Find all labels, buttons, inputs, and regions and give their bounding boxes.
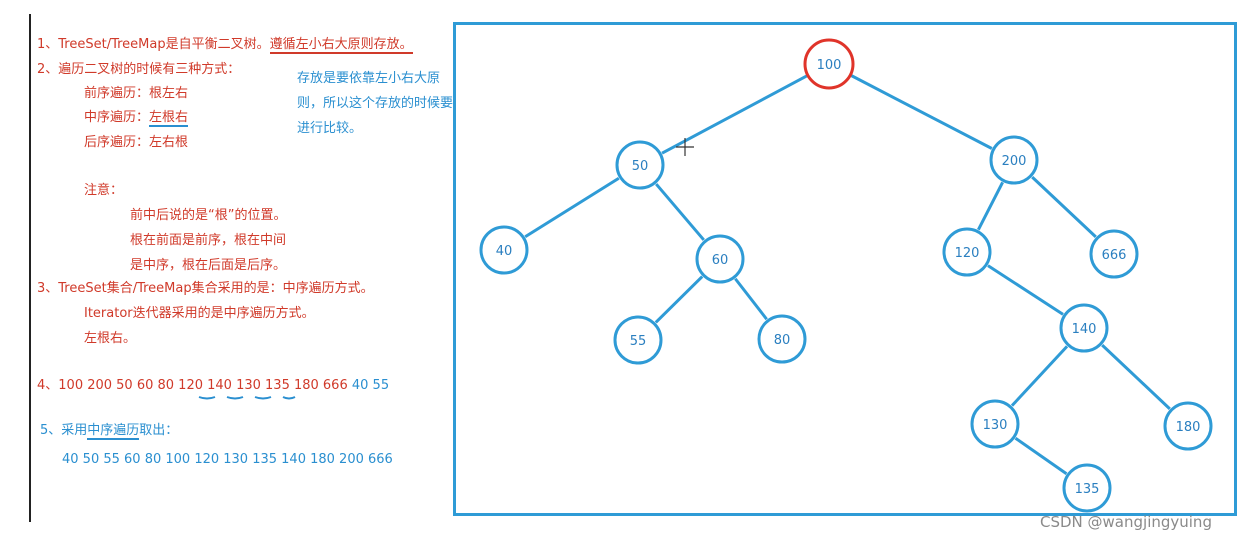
tree-edge-200-666 [1031,176,1097,238]
note-line-1: 1、TreeSet/TreeMap是自平衡二叉树。遵循左小右大原则存放。 [37,37,413,54]
tree-node-80: 80 [757,314,807,364]
node-circle [695,234,745,284]
tree-board [453,22,1237,516]
tree-node-666: 666 [1089,229,1139,279]
insertion-order-extra: 40 55 [351,378,390,393]
node-label: 55 [630,334,647,349]
pre-order-text: 前序遍历：根左右 [84,86,189,101]
node-circle [803,38,855,90]
left-divider [29,14,31,522]
node-label: 50 [632,159,649,174]
node-circle [1062,463,1112,513]
node-circle [1089,229,1139,279]
tree-edge-130-135 [1014,437,1068,475]
watermark: CSDN @wangjingyuing [1040,513,1212,531]
node-label: 135 [1075,482,1100,497]
node-circle [970,399,1020,449]
node-circle [1059,303,1109,353]
attention-heading: 注意： [84,183,124,198]
tree-node-140: 140 [1059,303,1109,353]
node-circle [757,314,807,364]
node-circle [942,227,992,277]
tree-edge-120-140 [987,264,1064,316]
node-label: 140 [1072,322,1097,337]
tree-node-120: 120 [942,227,992,277]
in-order-value: 左根右 [149,110,189,127]
underline-marks [198,396,296,400]
tree-edge-60-55 [654,275,704,324]
note-line-5: 5、采用中序遍历取出： [40,423,179,440]
in-order-text: 中序遍历：左根右 [84,110,189,127]
node-label: 130 [983,418,1008,433]
node-circle [613,315,663,365]
node-circle [615,140,665,190]
insertion-order: 4、100 200 50 60 80 120 140 130 135 180 6… [37,378,348,393]
note-line-5-prefix: 5、采用 [40,423,88,438]
node-label: 80 [774,333,791,348]
tree-edge-100-50 [661,74,808,155]
in-order-prefix: 中序遍历： [84,110,150,125]
node-label: 40 [496,244,513,259]
attention-line-2: 根在前面是前序，根在中间 [130,233,287,248]
tree-node-200: 200 [989,135,1039,185]
tree-node-100: 100 [803,38,855,90]
post-order-text: 后序遍历：左右根 [84,135,189,150]
node-circle [479,225,529,275]
tree-node-180: 180 [1163,401,1213,451]
note-line-4: 4、100 200 50 60 80 120 140 130 135 180 6… [37,378,389,394]
note-line-1-prefix: 1、TreeSet/TreeMap是自平衡二叉树。 [37,37,270,52]
tree-edge-50-40 [524,176,620,239]
node-label: 60 [712,253,729,268]
node-label: 666 [1102,248,1127,263]
node-label: 120 [955,246,980,261]
tree-edge-200-120 [977,181,1004,231]
attention-line-3: 是中序，根在后面是后序。 [130,258,287,273]
tree-node-55: 55 [613,315,663,365]
tree-node-50: 50 [615,140,665,190]
cursor-crosshair-icon [676,138,694,156]
node-label: 200 [1002,154,1027,169]
note-line-2: 2、遍历二叉树的时候有三种方式： [37,62,241,77]
node-label: 180 [1176,420,1201,435]
note-line-5-suffix: 取出： [139,423,179,438]
tree-node-135: 135 [1062,463,1112,513]
note-line-3b: Iterator迭代器采用的是中序遍历方式。 [84,306,315,321]
node-label: 100 [817,58,842,73]
note-line-3: 3、TreeSet集合/TreeMap集合采用的是：中序遍历方式。 [37,281,374,296]
note-line-1-emphasis: 遵循左小右大原则存放。 [269,37,413,54]
attention-line-1: 前中后说的是“根”的位置。 [130,208,287,223]
node-circle [989,135,1039,185]
tree-edge-60-80 [734,277,768,321]
note-line-3c: 左根右。 [84,331,137,346]
node-circle [1163,401,1213,451]
tree-edge-100-200 [850,74,993,150]
tree-node-60: 60 [695,234,745,284]
tree-node-40: 40 [479,225,529,275]
note-line-5-emphasis: 中序遍历 [87,423,140,440]
tree-edge-140-180 [1101,344,1171,410]
in-order-result: 40 50 55 60 80 100 120 130 135 140 180 2… [62,452,393,467]
side-note: 存放是要依靠左小右大原则，所以这个存放的时候要进行比较。 [297,71,454,136]
tree-edge-50-60 [655,183,705,241]
tree-node-130: 130 [970,399,1020,449]
tree-edge-140-130 [1010,345,1069,407]
